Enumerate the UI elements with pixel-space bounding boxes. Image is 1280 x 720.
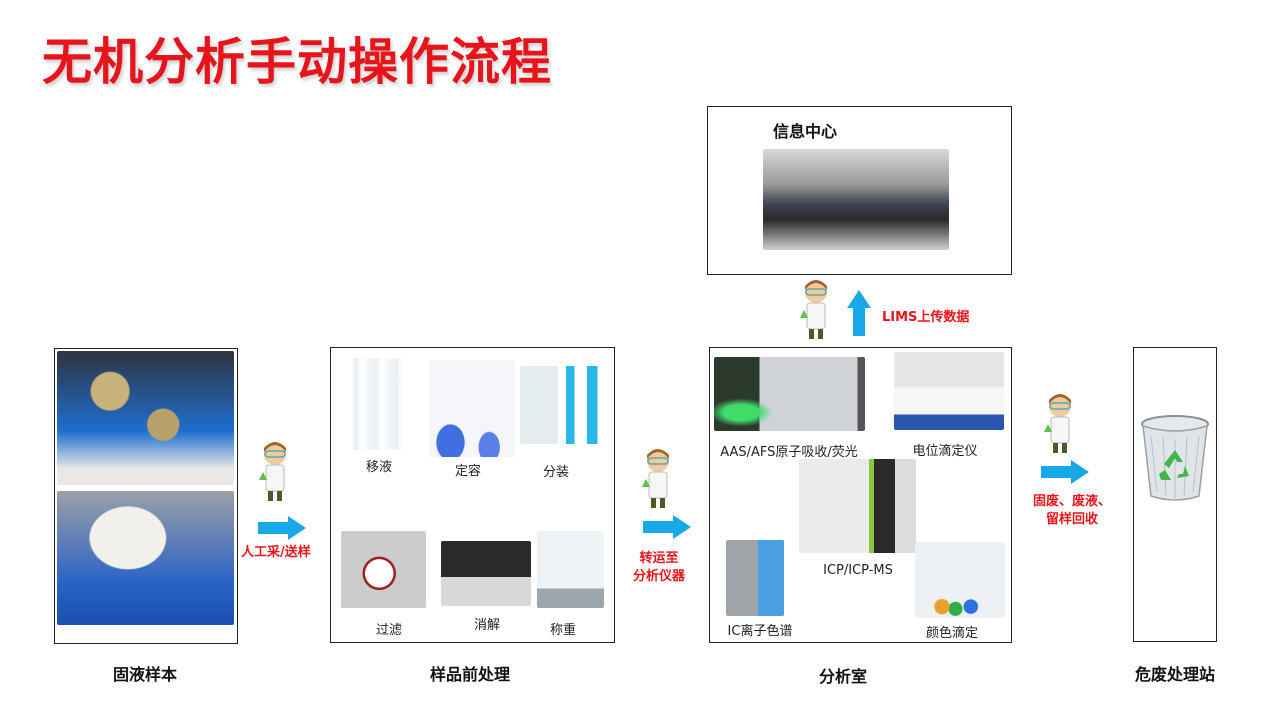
potentiometric-titrator-image [894, 352, 1004, 430]
lab-item-label: 电位滴定仪 [912, 444, 978, 459]
scientist-icon [257, 440, 293, 504]
prep-item-label: 移液 [365, 460, 393, 475]
sample-prep-box: 移液 定容 分装 过滤 消解 称重 [330, 347, 615, 643]
arrow-right-icon [643, 515, 691, 539]
prep-item-label: 定容 [454, 464, 482, 479]
samples-label: 固液样本 [112, 665, 178, 684]
transfer-line: 固废、废液、 [1033, 494, 1112, 509]
liquid-samples-image [57, 491, 234, 625]
solid-samples-image [57, 351, 234, 485]
prep-item-label: 称重 [549, 623, 577, 638]
pipette-image [339, 358, 421, 450]
transfer-label-instrument: 转运至 分析仪器 [633, 550, 685, 586]
scientist-icon [640, 447, 676, 511]
digestion-image [441, 541, 531, 606]
transfer-label-sampling: 人工采/送样 [241, 545, 311, 560]
color-titration-image [915, 542, 1005, 618]
transfer-line: 留样回收 [1046, 512, 1099, 527]
balance-image [537, 531, 604, 608]
aas-afs-image [714, 357, 865, 431]
lab-item-label: ICP/ICP-MS [823, 563, 893, 578]
transfer-label-waste: 固废、废液、 留样回收 [1033, 493, 1111, 529]
page-title: 无机分析手动操作流程 [42, 33, 552, 91]
scientist-icon [798, 278, 834, 342]
volumetric-flask-image [429, 360, 515, 457]
arrow-right-icon [1041, 460, 1089, 484]
recycle-bin-icon [1141, 415, 1209, 501]
lab-item-label: AAS/AFS原子吸收/荧光 [720, 445, 858, 460]
filtration-image [341, 531, 426, 608]
sample-prep-label: 样品前处理 [429, 665, 511, 684]
arrow-right-icon [258, 516, 306, 540]
lab-item-label: 颜色滴定 [925, 626, 979, 641]
transfer-line: 转运至 [639, 551, 679, 566]
waste-station-box [1133, 347, 1217, 642]
info-center-title: 信息中心 [773, 122, 838, 141]
dispensing-image [520, 366, 604, 444]
control-room-image [763, 149, 949, 250]
samples-box [54, 348, 238, 644]
analysis-lab-label: 分析室 [818, 667, 868, 686]
lab-item-label: IC离子色谱 [727, 624, 793, 639]
prep-item-label: 分装 [542, 465, 570, 480]
prep-item-label: 过滤 [375, 623, 403, 638]
lims-upload-label: LIMS上传数据 [882, 310, 970, 325]
upload-arrow-icon [847, 290, 871, 336]
waste-station-label: 危废处理站 [1134, 665, 1216, 684]
icp-ms-image [799, 459, 916, 553]
transfer-line: 分析仪器 [633, 569, 686, 584]
analysis-lab-box: AAS/AFS原子吸收/荧光 电位滴定仪 ICP/ICP-MS IC离子色谱 颜… [709, 347, 1012, 643]
prep-item-label: 消解 [473, 618, 501, 633]
scientist-icon [1042, 392, 1078, 456]
ion-chromatography-image [726, 540, 784, 616]
info-center-box: 信息中心 [707, 106, 1012, 275]
